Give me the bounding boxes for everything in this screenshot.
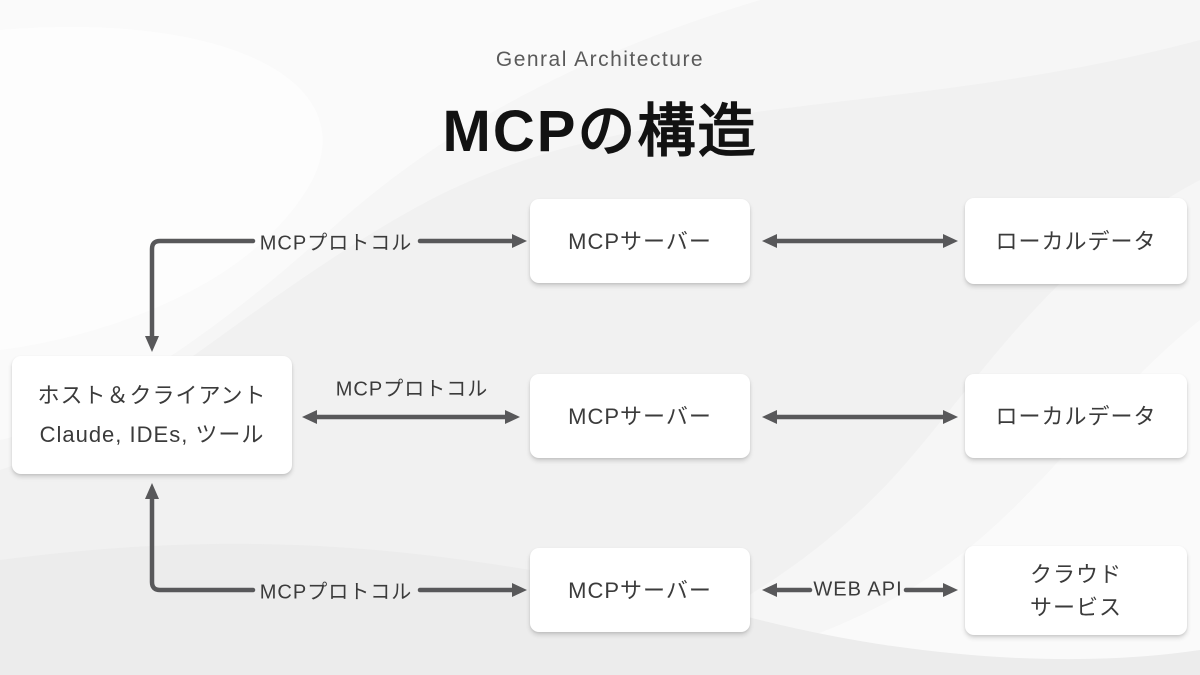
edge-label-top-protocol: MCPプロトコル — [259, 232, 413, 255]
node-mcp-server-1: MCPサーバー — [530, 199, 750, 283]
node-host-client: ホスト＆クライアント Claude, IDEs, ツール — [12, 356, 292, 474]
node-local-data-2: ローカルデータ — [965, 374, 1187, 458]
host-client-line2: Claude, IDEs, ツール — [39, 422, 265, 447]
node-mcp-server-3: MCPサーバー — [530, 548, 750, 632]
edge-label-mid-protocol: MCPプロトコル — [335, 378, 489, 401]
host-client-line1: ホスト＆クライアント — [37, 383, 267, 408]
mcp-server-2-label: MCPサーバー — [568, 403, 712, 429]
edge-label-bottom-protocol: MCPプロトコル — [259, 581, 413, 604]
node-local-data-1: ローカルデータ — [965, 198, 1187, 284]
local-data-1-label: ローカルデータ — [995, 228, 1157, 254]
node-mcp-server-2: MCPサーバー — [530, 374, 750, 458]
mcp-server-1-label: MCPサーバー — [568, 228, 712, 254]
edge-label-web-api: WEB API — [813, 578, 903, 601]
slide-subtitle: Genral Architecture — [495, 48, 705, 71]
node-cloud-service: クラウド サービス — [965, 546, 1187, 635]
slide-title: MCPの構造 — [442, 99, 758, 164]
local-data-2-label: ローカルデータ — [995, 403, 1157, 429]
background-wave — [0, 26, 323, 350]
cloud-service-line1: クラウド — [1029, 561, 1122, 587]
cloud-service-line2: サービス — [1029, 594, 1122, 620]
mcp-server-3-label: MCPサーバー — [568, 577, 712, 603]
